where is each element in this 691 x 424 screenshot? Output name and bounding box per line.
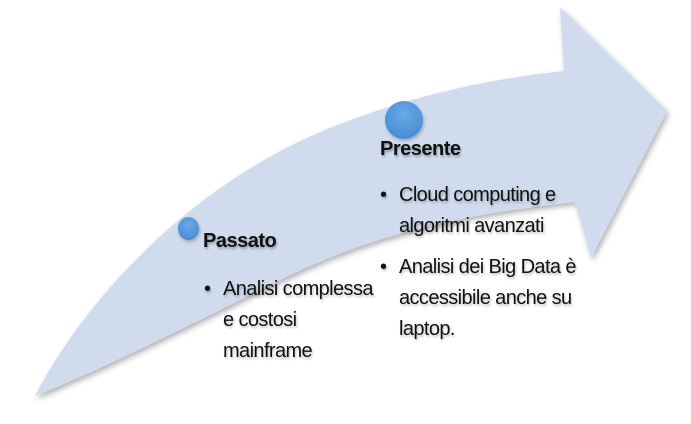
passato-title: Passato [203, 230, 277, 252]
bullet-item: Analisi dei Big Data è accessibile anche… [380, 252, 630, 345]
presente-title: Presente [380, 138, 461, 160]
bullet-item: Cloud computing e algoritmi avanzati [380, 180, 630, 242]
presente-marker-dot [385, 101, 423, 139]
passato-marker-dot [178, 217, 199, 240]
presente-bullets: Cloud computing e algoritmi avanzati Ana… [380, 180, 630, 345]
bullet-item: Analisi complessa e costosi mainframe [204, 274, 374, 367]
passato-bullets: Analisi complessa e costosi mainframe [204, 274, 374, 367]
